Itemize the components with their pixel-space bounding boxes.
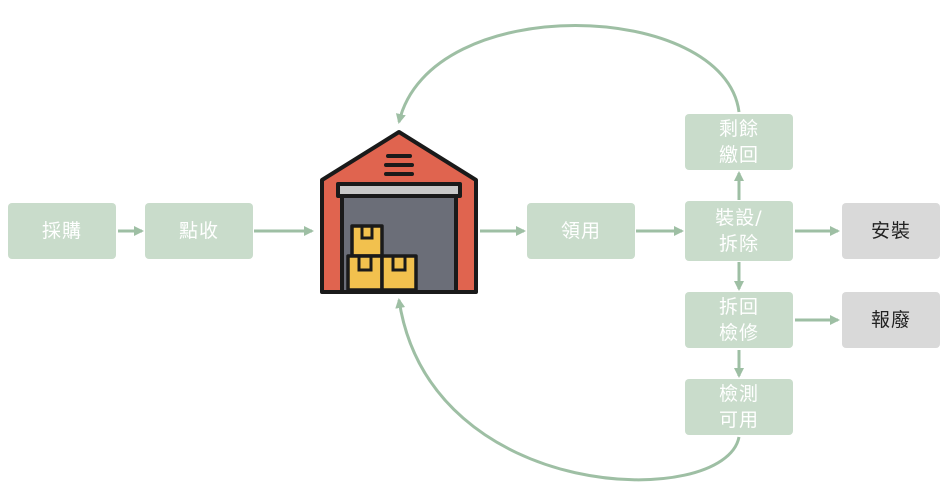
node-surplus-return: 剩餘 繳回 (685, 114, 793, 170)
node-scrap: 報廢 (842, 292, 940, 348)
node-receive: 點收 (145, 203, 253, 259)
node-purchase: 採購 (8, 203, 116, 259)
node-remove-repair-line2: 檢修 (718, 322, 759, 344)
arrow-test-back-to-warehouse (395, 298, 741, 482)
node-install-remove-line1: 裝設/ (715, 207, 763, 229)
node-remove-repair-line1: 拆回 (718, 296, 759, 318)
node-install-label: 安裝 (870, 220, 911, 242)
node-purchase-label: 採購 (41, 220, 82, 242)
node-surplus-return-line1: 剩餘 (718, 118, 759, 140)
node-test-usable-line1: 檢測 (718, 383, 759, 405)
node-surplus-return-line2: 繳回 (718, 144, 759, 166)
node-scrap-label: 報廢 (870, 309, 911, 331)
node-test-usable-line2: 可用 (718, 409, 759, 431)
node-requisition-label: 領用 (560, 220, 601, 242)
node-test-usable: 檢測 可用 (685, 379, 793, 435)
node-remove-repair: 拆回 檢修 (685, 292, 793, 348)
node-receive-label: 點收 (178, 220, 219, 242)
node-requisition: 領用 (527, 203, 635, 259)
node-install-remove-line2: 拆除 (718, 233, 759, 255)
arrow-surplus-back-to-warehouse (395, 24, 741, 124)
node-install: 安裝 (842, 203, 940, 259)
warehouse-icon (320, 130, 478, 294)
node-install-remove: 裝設/ 拆除 (685, 201, 793, 261)
